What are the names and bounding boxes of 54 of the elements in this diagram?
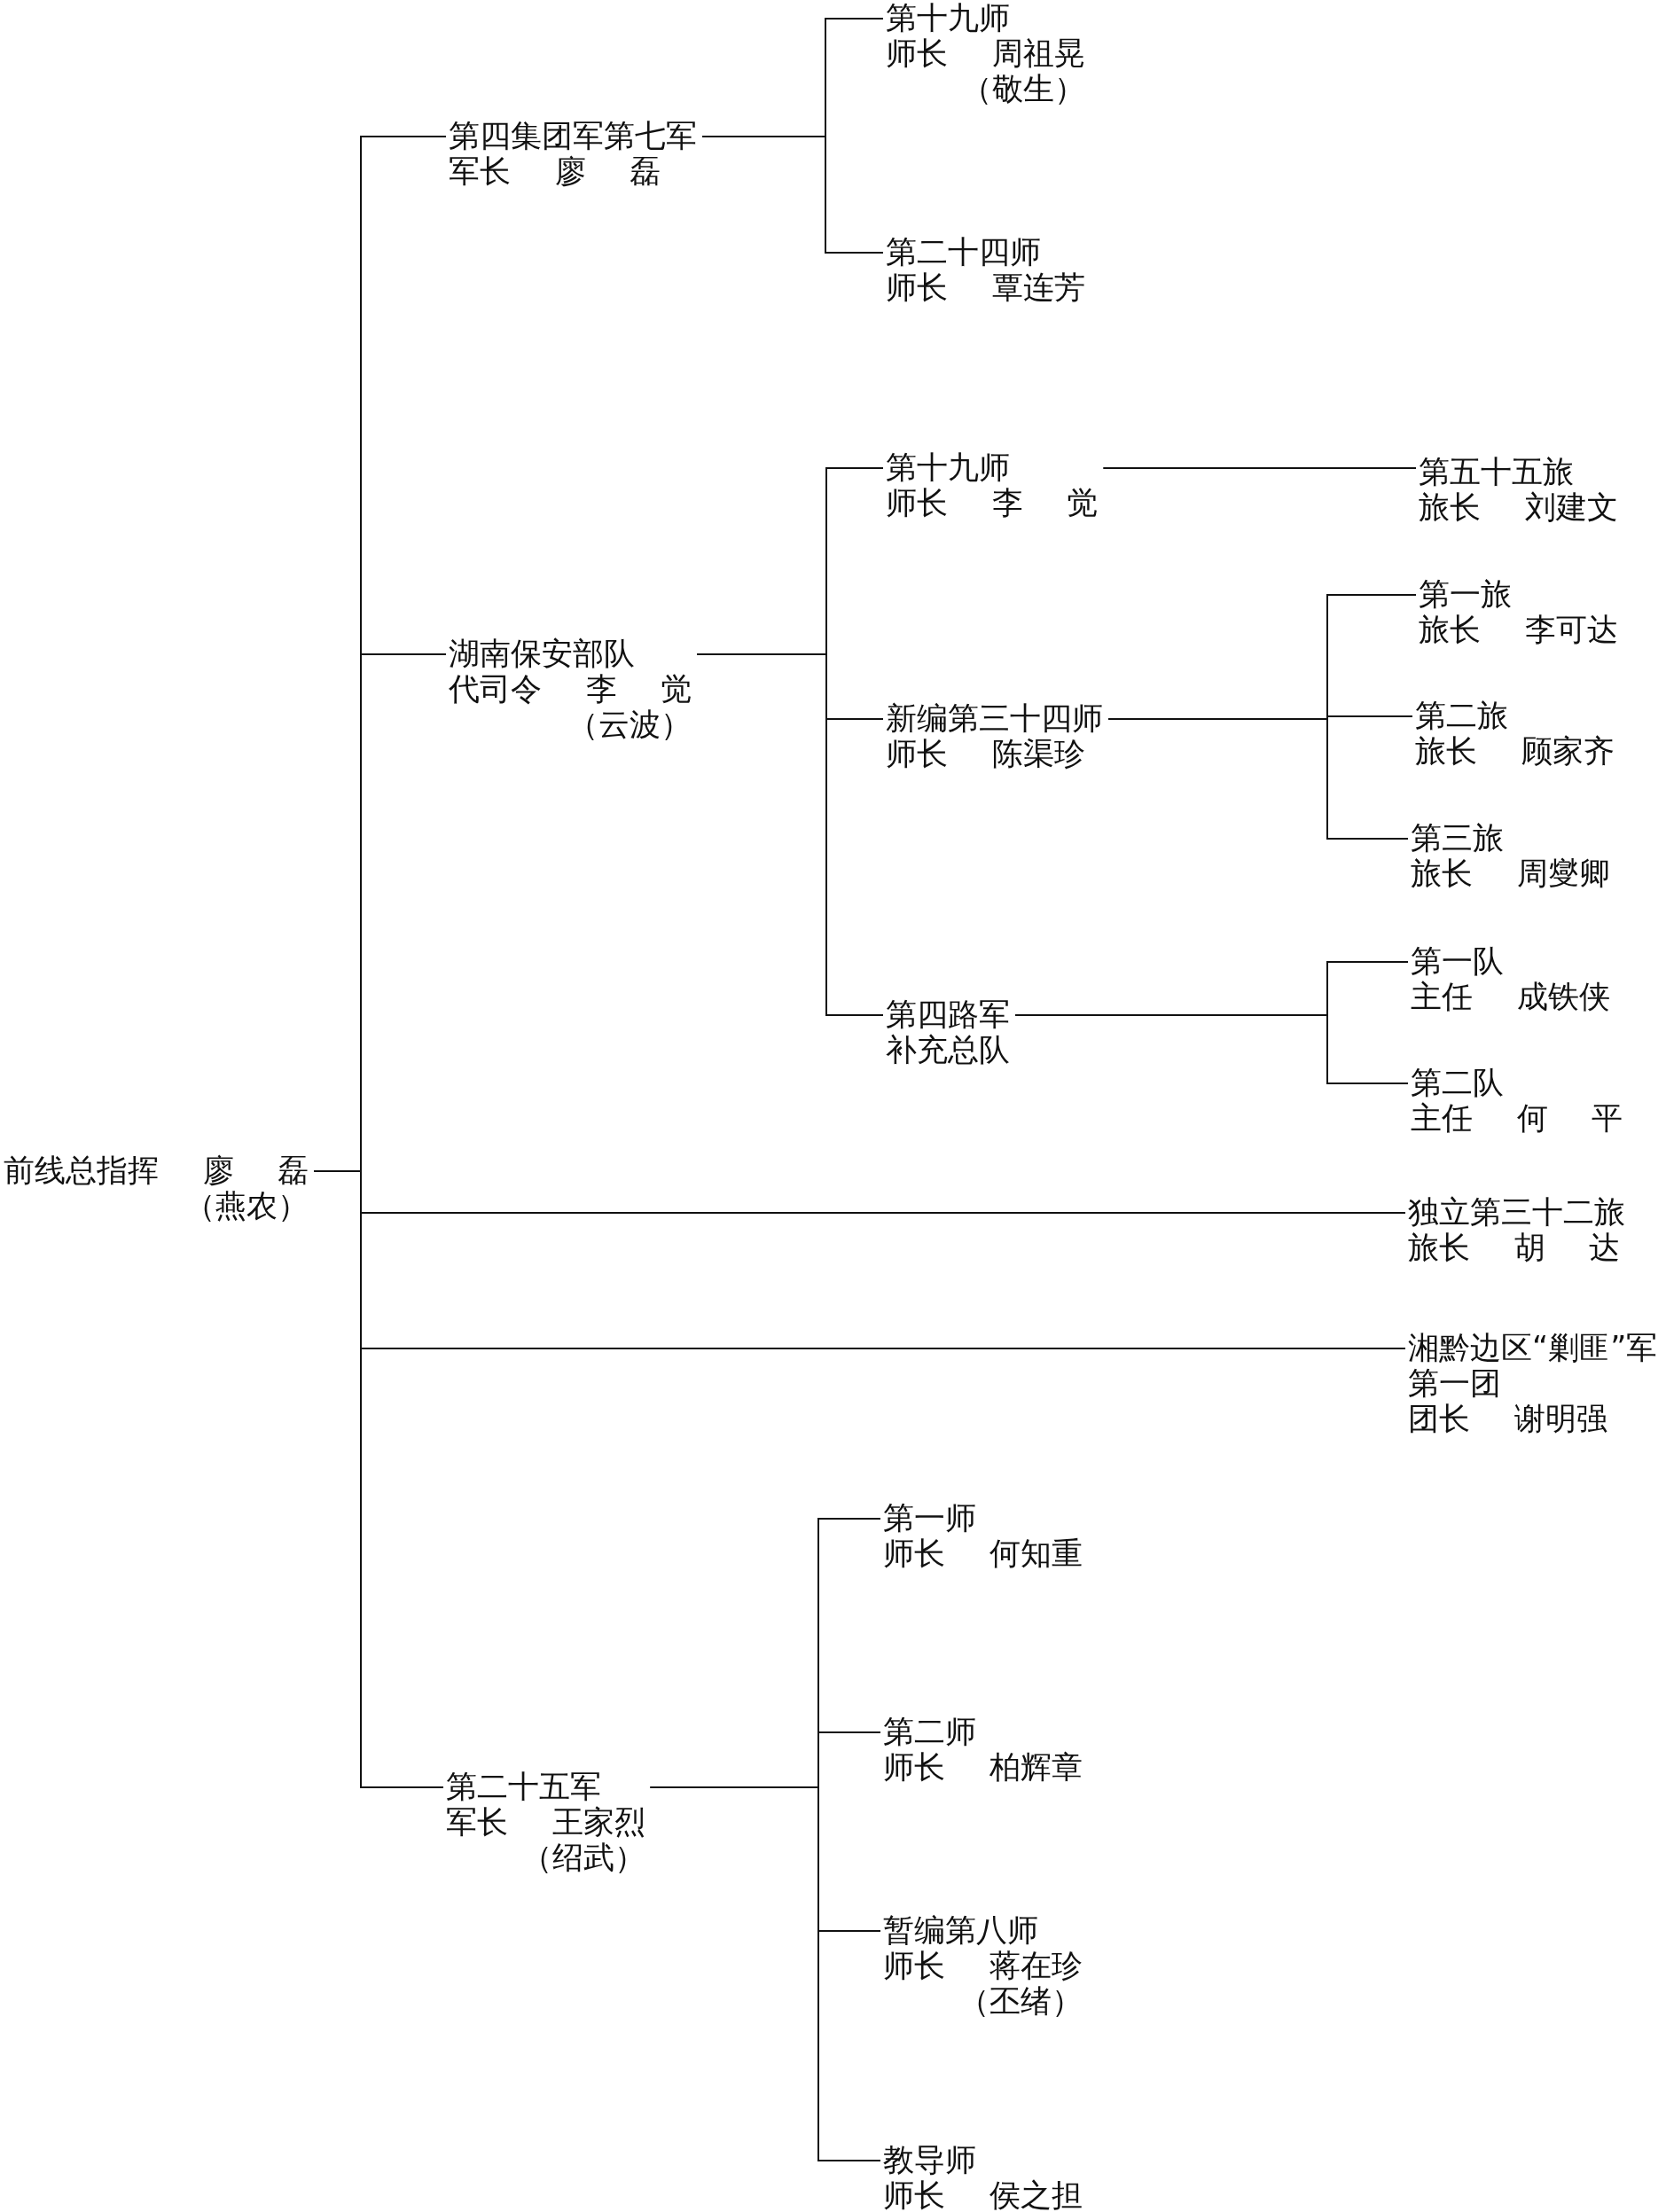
unit-label: 第三旅 xyxy=(1411,820,1505,856)
officer-label: （绍武） xyxy=(520,1840,645,1875)
officer-label: 师长 陈渠珍 xyxy=(886,736,1086,771)
officer-label: 师长 侯之担 xyxy=(883,2177,1083,2212)
officer-label: 补充总队 xyxy=(886,1032,1010,1067)
officer-label: 第一团 xyxy=(1408,1365,1502,1401)
officer-label: 代司令 李 觉 xyxy=(449,671,692,707)
unit-label: 前线总指挥 廖 磊 xyxy=(4,1153,309,1188)
unit-label: 湖南保安部队 xyxy=(449,636,636,671)
officer-label: 旅长 周燮卿 xyxy=(1411,856,1610,891)
officer-label: （燕农） xyxy=(184,1188,309,1223)
unit-label: 第一队 xyxy=(1411,943,1505,979)
unit-label: 第二师 xyxy=(883,1714,977,1749)
connector-line xyxy=(313,1170,444,1788)
unit-label: 第一师 xyxy=(883,1500,977,1536)
connector-line xyxy=(1107,718,1409,840)
unit-label: 新编第三十四师 xyxy=(886,700,1103,736)
connector-line xyxy=(1102,467,1417,469)
officer-label: （丕绪） xyxy=(957,1983,1083,2019)
officer-label: 主任 成铁侠 xyxy=(1411,979,1610,1014)
officer-label: 旅长 胡 达 xyxy=(1408,1230,1622,1265)
officer-label: 师长 柏辉章 xyxy=(883,1749,1083,1785)
unit-label: 第二十五军 xyxy=(446,1769,602,1804)
officer-label: 军长 廖 磊 xyxy=(449,153,662,189)
unit-label: 第二十四师 xyxy=(886,234,1042,270)
unit-label: 第十九师 xyxy=(886,0,1011,35)
unit-label: 独立第三十二旅 xyxy=(1408,1194,1625,1230)
unit-label: 湘黔边区“剿匪”军 xyxy=(1408,1330,1658,1365)
officer-label: 旅长 顾家齐 xyxy=(1415,733,1615,769)
unit-label: 第十九师 xyxy=(886,449,1011,485)
unit-label: 第一旅 xyxy=(1419,576,1513,612)
officer-label: （云波） xyxy=(567,707,692,742)
officer-label: 军长 王家烈 xyxy=(446,1804,645,1840)
unit-label: 第四路军 xyxy=(886,997,1010,1032)
officer-label: 师长 何知重 xyxy=(883,1536,1083,1571)
unit-label: 第四集团军第七军 xyxy=(449,118,697,153)
officer-label: 主任 何 平 xyxy=(1411,1100,1623,1136)
connector-line xyxy=(701,136,884,254)
officer-label: 师长 蒋在珍 xyxy=(883,1948,1083,1983)
officer-label: 团长 谢明强 xyxy=(1408,1401,1608,1436)
connector-line xyxy=(696,653,884,1016)
officer-label: 师长 李 觉 xyxy=(886,485,1099,520)
officer-label: 师长 周祖晃 xyxy=(886,35,1085,71)
unit-label: 第二队 xyxy=(1411,1065,1505,1100)
officer-label: 旅长 李可达 xyxy=(1419,612,1618,647)
officer-label: 旅长 刘建文 xyxy=(1419,489,1618,525)
officer-label: （敬生） xyxy=(959,71,1085,106)
unit-label: 教导师 xyxy=(883,2142,977,2177)
connector-line xyxy=(1014,1014,1409,1084)
unit-label: 暂编第八师 xyxy=(883,1912,1039,1948)
connector-line xyxy=(649,1786,881,2161)
unit-label: 第五十五旅 xyxy=(1419,454,1575,489)
officer-label: 师长 覃连芳 xyxy=(886,270,1085,305)
unit-label: 第二旅 xyxy=(1415,698,1509,733)
